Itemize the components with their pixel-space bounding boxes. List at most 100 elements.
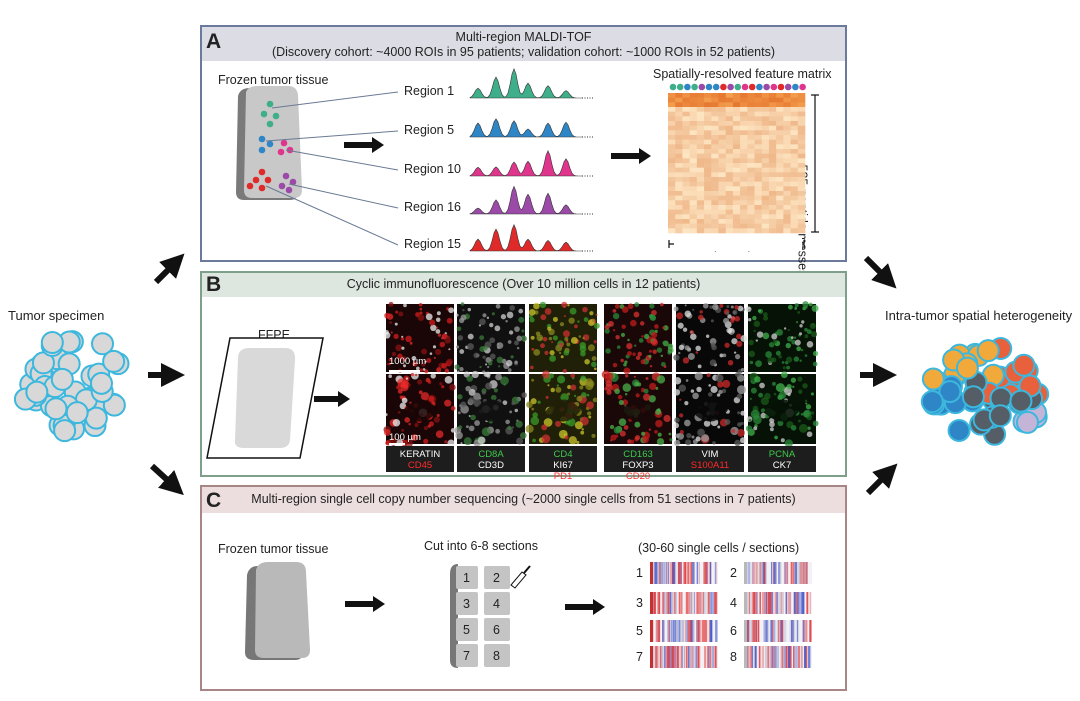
specimen-cell (50, 367, 74, 391)
specimen-cell (34, 378, 58, 402)
specimen-cell (60, 330, 84, 354)
panel-a-subtitle: (Discovery cohort: ~4000 ROIs in 95 pati… (271, 45, 776, 59)
cnv-index: 7 (636, 650, 643, 664)
panel-a-title: Multi-region MALDI-TOF (455, 30, 592, 44)
specimen-cell (87, 362, 111, 386)
heterogeneity-cell (964, 370, 988, 394)
scale-top: 1000 µm (389, 356, 427, 367)
region-label: Region 15 (404, 237, 461, 251)
channel-marker-red: S100A11 (690, 460, 730, 471)
heterogeneity-cell (999, 365, 1023, 389)
panel-b: Cyclic immunofluorescence (Over 10 milli… (200, 271, 847, 477)
heterogeneity-cell (989, 336, 1013, 360)
panel-c-letter: C (206, 489, 222, 512)
specimen-cell (29, 362, 53, 386)
channel-marker-red: CD45 (407, 460, 433, 471)
specimen-cell (89, 371, 113, 395)
specimen-cell (19, 372, 43, 396)
specimen-cell (45, 347, 69, 371)
section-number: 4 (493, 597, 500, 611)
channel-marker-red: PD1 (553, 471, 573, 482)
region-label: Region 1 (404, 84, 455, 98)
cnv-index: 3 (636, 596, 643, 610)
heterogeneity-cell (988, 365, 1012, 389)
cnv-index: 5 (636, 624, 643, 638)
cnv-index: 2 (730, 566, 737, 580)
specimen-cell (39, 394, 63, 418)
heterogeneity-cell (1004, 360, 1028, 384)
scale-bottom: 100 µm (389, 432, 421, 443)
heterogeneity-cell (922, 392, 946, 416)
arrow-from-a (863, 255, 897, 289)
tumor-specimen-label: Tumor specimen (8, 308, 105, 323)
channel-marker-white: KERATIN (399, 449, 441, 460)
heterogeneity-cell (947, 418, 971, 442)
heterogeneity-cell (921, 367, 945, 391)
heterogeneity-cell (923, 369, 947, 393)
ffpe-label: FFPE (258, 328, 290, 342)
heterogeneity-cell (983, 383, 1007, 407)
specimen-cell (24, 357, 48, 381)
heterogeneity-cell (943, 364, 967, 388)
specimen-cell (13, 387, 37, 411)
channel-marker-white: CK7 (772, 460, 792, 471)
heterogeneity-cell (972, 408, 996, 432)
arrow-to-c (149, 463, 184, 496)
specimen-cell (48, 352, 72, 376)
heterogeneity-cell (1015, 359, 1039, 383)
heterogeneity-cell (1007, 391, 1031, 415)
channel-marker-red: CD20 (625, 471, 651, 482)
specimen-cell (62, 417, 86, 441)
heterogeneity-cell (963, 380, 987, 404)
specimen-cell (63, 380, 87, 404)
specimen-cell (53, 419, 77, 443)
specimen-cell (30, 353, 54, 377)
channel-marker-green: CD4 (553, 449, 573, 460)
specimen-cell (91, 332, 115, 356)
heterogeneity-cell (977, 381, 1001, 405)
cut-label: Cut into 6-8 sections (424, 539, 538, 553)
heterogeneity-cell (943, 391, 967, 415)
heterogeneity-cell (1015, 410, 1039, 434)
heterogeneity-cell (948, 343, 972, 367)
specimen-cell (101, 392, 125, 416)
cells-label: (30-60 single cells / sections) (638, 541, 800, 555)
heterogeneity-cell (1024, 405, 1048, 429)
heterogeneity-cell (1020, 387, 1044, 411)
matrix-xlabel: n samples / patient (680, 238, 785, 252)
channel-marker-white: CD3D (478, 460, 504, 471)
specimen-cell (80, 364, 104, 388)
heterogeneity-label: Intra-tumor spatial heterogeneity (885, 308, 1073, 323)
heterogeneity-cell (920, 390, 944, 414)
section-number: 7 (463, 649, 470, 663)
channel-marker-white: VIM (701, 449, 719, 460)
panel-b-letter: B (206, 273, 222, 296)
specimen-cell (33, 370, 57, 394)
cnv-index: 6 (730, 624, 737, 638)
specimen-cell (23, 382, 47, 406)
specimen-cell (84, 406, 108, 430)
region-label: Region 5 (404, 123, 455, 137)
heterogeneity-cell (943, 363, 967, 387)
specimen-cell (40, 331, 64, 355)
panel-a-tissue-label: Frozen tumor tissue (218, 73, 329, 87)
heterogeneity-cell (981, 363, 1005, 387)
heterogeneity-cell (963, 342, 987, 366)
specimen-cell (83, 414, 107, 438)
heterogeneity-cell (1012, 353, 1036, 377)
specimen-cell (33, 374, 57, 398)
panel-c-title: Multi-region single cell copy number seq… (251, 492, 796, 506)
specimen-cell (56, 394, 80, 418)
channel-marker-green: CD163 (623, 449, 653, 460)
region-label: Region 16 (404, 200, 461, 214)
heterogeneity-cell (1009, 389, 1033, 413)
heterogeneity-cell (980, 405, 1004, 429)
heterogeneity-cell (939, 375, 963, 399)
heterogeneity-cell (969, 412, 993, 436)
heterogeneity-cell (1012, 409, 1036, 433)
specimen-cell (65, 401, 89, 425)
